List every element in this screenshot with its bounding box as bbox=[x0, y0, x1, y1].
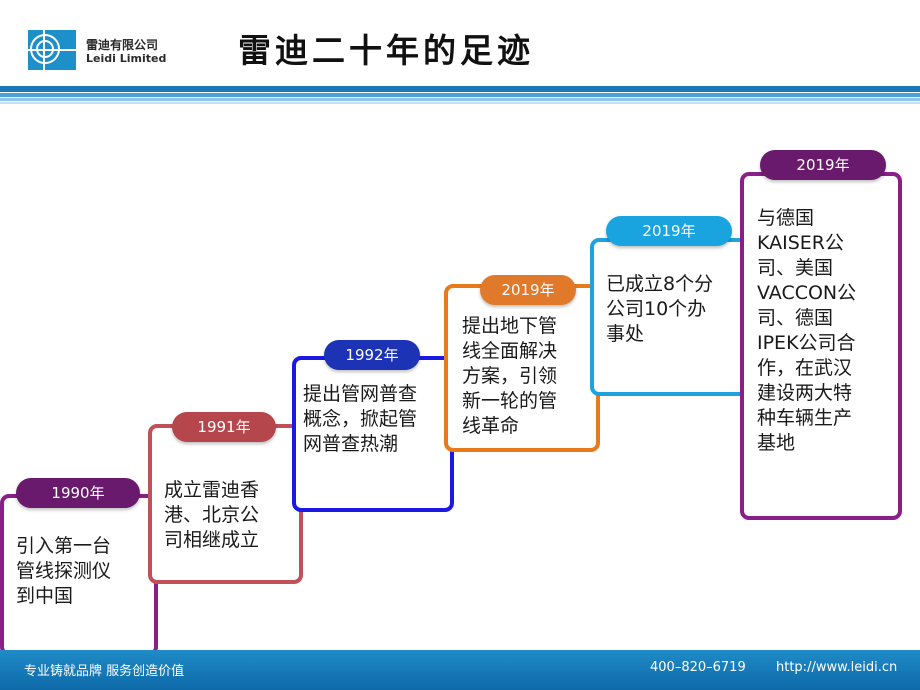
header-divider bbox=[0, 102, 920, 104]
timeline-year-1992: 1992年 bbox=[324, 340, 420, 370]
timeline-card-2019-b bbox=[590, 238, 748, 396]
logo-name-en: Leidi Limited bbox=[86, 52, 167, 65]
timeline-year-2019-c: 2019年 bbox=[760, 150, 886, 180]
timeline-text-2019-c: 与德国 KAISER公 司、美国 VACCON公 司、德国 IPEK公司合 作，… bbox=[757, 207, 857, 454]
timeline-card-1992 bbox=[292, 356, 454, 512]
timeline-text-2019-a: 提出地下管 线全面解决 方案，引领 新一轮的管 线革命 bbox=[462, 315, 558, 437]
timeline-text-1990: 引入第一台 管线探测仪 到中国 bbox=[16, 535, 112, 607]
timeline-text-1991: 成立雷迪香 港、北京公 司相继成立 bbox=[164, 479, 260, 551]
footer-bar bbox=[0, 650, 920, 690]
timeline-year-1990: 1990年 bbox=[16, 478, 140, 508]
footer-phone: 400–820–6719 bbox=[650, 660, 746, 675]
logo-name-cn: 雷迪有限公司 bbox=[86, 38, 159, 52]
timeline-text-2019-b: 已成立8个分 公司10个办 事处 bbox=[606, 273, 714, 345]
timeline-year-1991: 1991年 bbox=[172, 412, 276, 442]
timeline-year-2019-b: 2019年 bbox=[606, 216, 732, 246]
page-title: 雷迪二十年的足迹 bbox=[238, 31, 534, 70]
footer-slogan: 专业铸就品牌 服务创造价值 bbox=[24, 664, 185, 679]
timeline-text-1992: 提出管网普查 概念，掀起管 网普查热潮 bbox=[303, 383, 418, 455]
timeline-year-2019-a: 2019年 bbox=[480, 275, 576, 305]
header-divider bbox=[0, 86, 920, 92]
header-divider bbox=[0, 93, 920, 97]
timeline-card-1991 bbox=[148, 424, 303, 584]
header-divider bbox=[0, 98, 920, 101]
company-logo-icon bbox=[28, 30, 76, 70]
footer-url: http://www.leidi.cn bbox=[776, 660, 898, 675]
